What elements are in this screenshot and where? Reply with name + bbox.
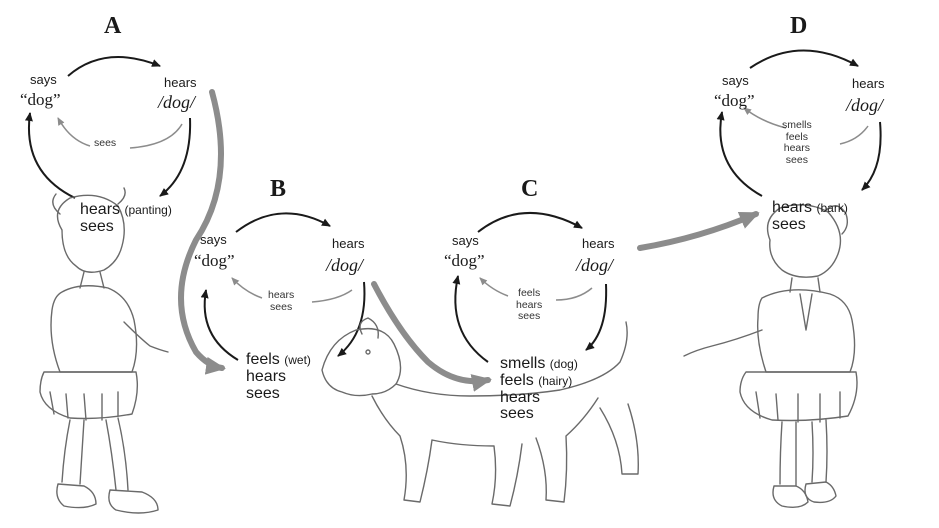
panel-a-sense-main: sees <box>80 217 114 235</box>
panel-a-sense-main: hears <box>80 201 121 218</box>
panel-b-inner-sense: hears <box>268 289 295 301</box>
panel-c-letter: C <box>521 176 539 202</box>
connector-c-to-d <box>637 211 760 251</box>
panel-d-inner-sense: feels <box>785 130 808 143</box>
girl-right-illustration <box>683 204 858 509</box>
panel-b-sense: feels (wet) <box>246 351 311 369</box>
panel-b-says-label: says <box>200 232 227 247</box>
cycle-c-right-arrow <box>585 283 608 351</box>
panel-d-senses: hears (bark) sees <box>772 199 848 234</box>
cycle-a-left-arrow <box>24 112 76 199</box>
panel-c-sense-main: sees <box>500 405 534 423</box>
panel-d-inner-senses: smells feels hears sees <box>782 119 812 166</box>
cycle-d-inner-arrow <box>744 108 869 145</box>
connector-b-to-c <box>371 281 492 392</box>
panel-c-senses: smells (dog) feels (hairy) hears sees <box>500 355 578 423</box>
panel-c-inner-sense: feels <box>518 287 541 299</box>
panel-c-sense-qualifier: (hairy) <box>538 373 573 388</box>
panel-b-letter: B <box>270 176 287 202</box>
panel-c-sense-main: smells <box>500 355 546 372</box>
panel-b-sense: sees <box>246 384 311 403</box>
panel-b-sense-main: hears <box>246 367 287 385</box>
panel-b-inner-senses: hears sees <box>268 289 295 313</box>
panel-a-senses: hears (panting) sees <box>80 201 172 236</box>
panel-c-says-label: says <box>452 233 479 248</box>
cycle-b-right-arrow <box>337 281 366 357</box>
panel-b-inner-sense: sees <box>270 300 293 313</box>
cycle-a <box>24 56 192 199</box>
panel-c-sense-qualifier: (dog) <box>549 357 578 371</box>
panel-c-phonetic-word: /dog/ <box>576 255 614 275</box>
panel-c-spoken-word: “dog” <box>444 251 485 270</box>
cycle-c-top-arrow <box>477 211 583 233</box>
panel-d-sense-main: sees <box>772 215 806 233</box>
panel-b-sense-main: feels <box>246 351 280 368</box>
panel-a-spoken-word: “dog” <box>20 90 61 109</box>
panel-b-hears-label: hears <box>332 236 365 251</box>
cycle-a-top-arrow <box>67 56 161 77</box>
cycle-b-inner-arrow <box>232 278 353 303</box>
cycle-d <box>716 49 882 197</box>
cycle-a-right-arrow <box>159 117 192 197</box>
panel-b-phonetic-word: /dog/ <box>326 255 364 275</box>
panel-c-inner-senses: feels hears sees <box>516 287 543 323</box>
panel-b-sense-qualifier: (wet) <box>284 353 311 367</box>
connector-a-to-b <box>178 89 226 375</box>
panel-d-sense-qualifier: (bark) <box>816 201 848 215</box>
panel-a-letter: A <box>104 13 122 39</box>
panel-c-sense: feels (hairy) <box>500 371 578 390</box>
panel-b-sense: hears <box>246 367 311 386</box>
panel-d-inner-sense: smells <box>782 119 812 131</box>
cycle-d-right-arrow <box>861 121 882 191</box>
panel-c-sense: smells (dog) <box>500 355 578 373</box>
panel-d-inner-sense: sees <box>785 153 808 166</box>
dog-illustration <box>321 317 639 507</box>
panel-c-hears-label: hears <box>582 236 615 251</box>
connector-arrows <box>178 89 760 392</box>
panel-c-sense-main: hears <box>500 388 541 406</box>
panel-a-phonetic-word: /dog/ <box>158 92 196 112</box>
panel-a-says-label: says <box>30 72 57 87</box>
panel-d-sense-main: hears <box>772 199 813 216</box>
cycle-c <box>452 211 608 363</box>
panel-b-senses: feels (wet) hears sees <box>246 351 311 403</box>
girl-left-illustration <box>39 187 169 514</box>
panel-a-sense-qualifier: (panting) <box>124 203 172 217</box>
panel-c-inner-sense: sees <box>518 310 541 323</box>
panel-d-sense: sees <box>772 215 848 234</box>
panel-a-inner-sense: sees <box>94 137 117 149</box>
panel-d-hears-label: hears <box>852 76 885 91</box>
cycle-d-top-arrow <box>749 49 859 69</box>
panel-c-sense: sees <box>500 405 578 423</box>
panel-a-sense: sees <box>80 217 172 236</box>
panel-c-sense: hears <box>500 388 578 407</box>
panel-a-sense: hears (panting) <box>80 201 172 219</box>
panel-b-spoken-word: “dog” <box>194 251 235 270</box>
cycle-c-left-arrow <box>452 275 489 363</box>
cycle-d-left-arrow <box>716 111 763 197</box>
panel-d-inner-sense: hears <box>783 142 811 155</box>
cycle-b-top-arrow <box>235 212 331 233</box>
panel-a-inner-senses: sees <box>94 137 117 150</box>
panel-d-letter: D <box>790 13 808 39</box>
panel-d-phonetic-word: /dog/ <box>846 95 884 115</box>
panel-b-sense-main: sees <box>246 384 280 402</box>
panel-c-sense-main: feels <box>500 371 534 389</box>
panel-d-spoken-word: “dog” <box>714 91 755 110</box>
cycle-a-inner-arrow <box>58 118 183 149</box>
cycle-b-left-arrow <box>200 289 239 361</box>
panel-a-hears-label: hears <box>164 75 197 90</box>
panel-d-says-label: says <box>722 73 749 88</box>
cycle-c-inner-arrow <box>480 278 593 301</box>
panel-d-sense: hears (bark) <box>772 199 848 217</box>
panel-c-inner-sense: hears <box>516 298 543 311</box>
